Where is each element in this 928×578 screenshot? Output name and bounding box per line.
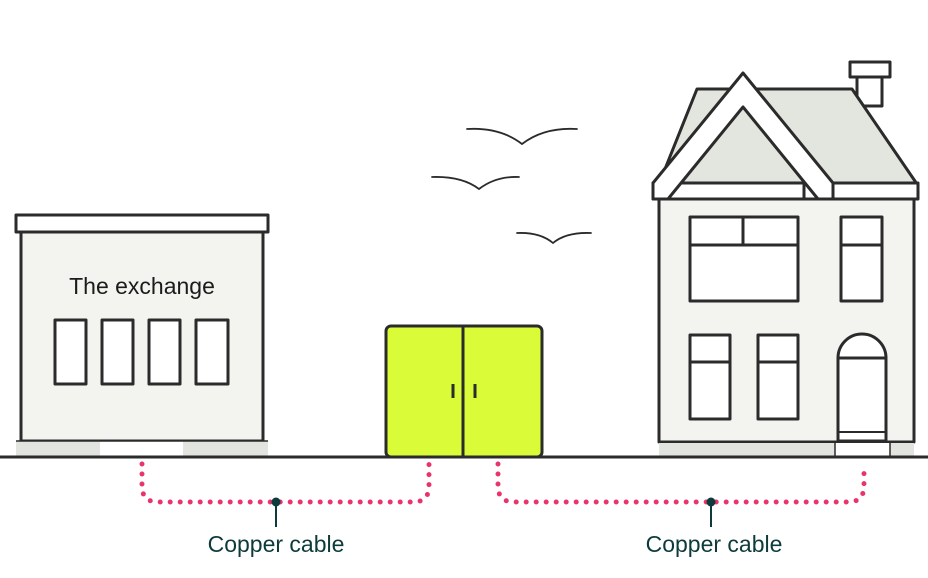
exchange-window	[53, 318, 88, 386]
house-window	[688, 333, 732, 421]
bird-icon	[431, 176, 520, 191]
house-window	[839, 215, 884, 303]
exchange-base	[16, 441, 268, 457]
exchange-window	[147, 318, 182, 386]
exchange-window	[100, 318, 135, 386]
copper-cables	[139, 461, 867, 505]
exchange-building	[14, 213, 270, 457]
bird-icon	[466, 127, 578, 146]
copper-cable-line	[495, 461, 867, 505]
house-door	[836, 332, 888, 443]
cable-markers	[271, 497, 716, 527]
exchange-label: The exchange	[69, 273, 215, 299]
house-gable-trim	[651, 71, 835, 201]
exchange-window	[194, 318, 230, 386]
bird-icon	[516, 232, 592, 245]
copper-cable-label: Copper cable	[646, 531, 783, 557]
chimney-cap	[848, 60, 892, 79]
birds	[431, 127, 592, 245]
house-base	[659, 443, 914, 457]
exchange-roof-ledge	[14, 213, 270, 234]
house-window	[756, 333, 800, 421]
copper-cable-line	[139, 461, 432, 505]
street-cabinet	[384, 324, 544, 459]
copper-cable-label: Copper cable	[208, 531, 345, 557]
house	[651, 60, 920, 457]
